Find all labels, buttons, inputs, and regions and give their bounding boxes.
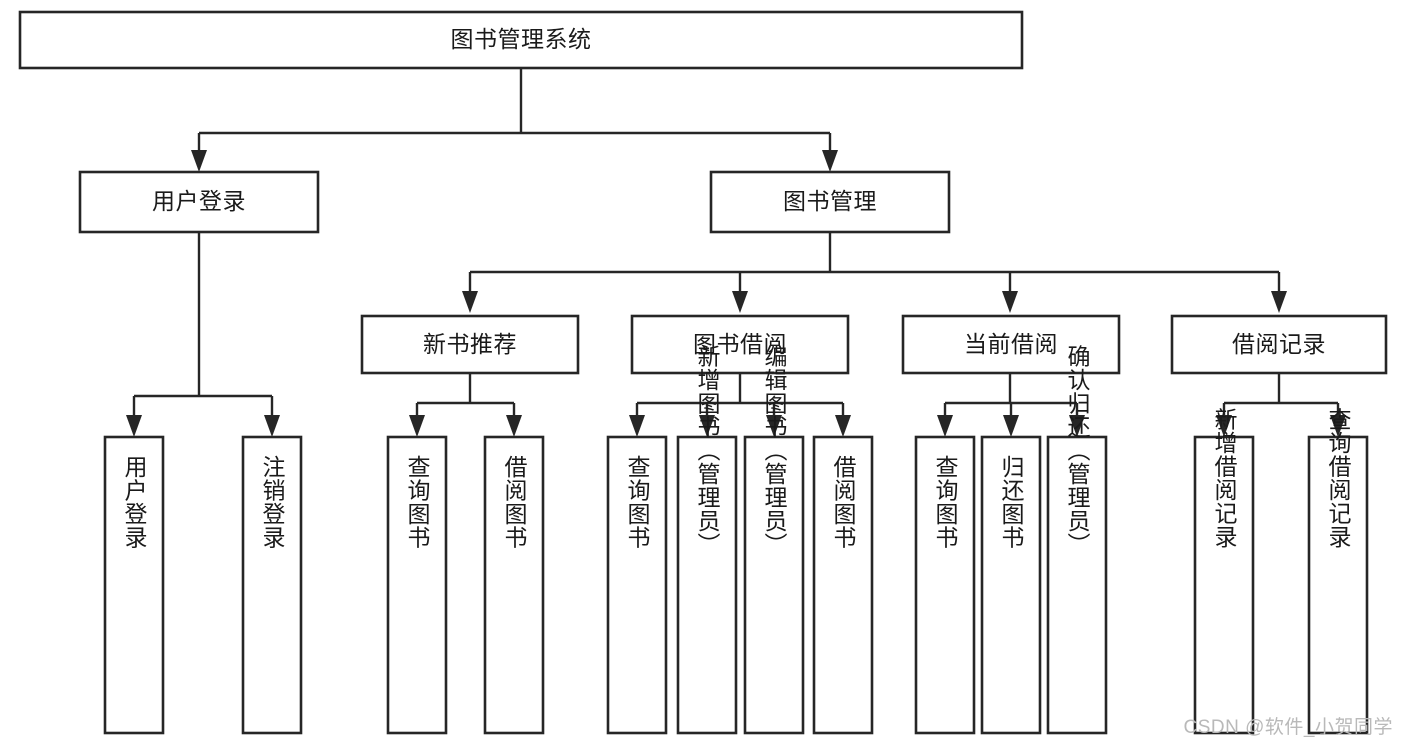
node-user-login-label: 用户登录 bbox=[152, 188, 246, 214]
node-leaf-user-login-box[interactable] bbox=[103, 435, 165, 735]
node-leaf-user-login[interactable]: 用户登录 bbox=[103, 435, 165, 735]
node-leaf-user-logout-box[interactable] bbox=[241, 435, 303, 735]
node-leaf-return-book-box[interactable] bbox=[980, 435, 1042, 735]
arrow-to-current-borrow-icon bbox=[1002, 291, 1018, 313]
node-user-login[interactable]: 用户登录 bbox=[78, 170, 320, 234]
node-leaf-borrow-book-1-box[interactable] bbox=[483, 435, 545, 735]
node-leaf-query-record-box[interactable] bbox=[1307, 435, 1369, 735]
node-leaf-query-record-label: 查询借阅记录 bbox=[1325, 408, 1352, 549]
node-book-management-label: 图书管理 bbox=[783, 188, 877, 214]
arrow-leaf-query-book-2-icon bbox=[629, 415, 645, 437]
arrow-leaf-user-logout-icon bbox=[264, 415, 280, 437]
node-leaf-confirm-return[interactable]: 确认归还（管理员） bbox=[1046, 344, 1108, 735]
node-leaf-add-book[interactable]: 新增图书（管理员） bbox=[676, 344, 738, 735]
node-root-system-box[interactable] bbox=[18, 10, 1024, 70]
arrow-leaf-return-book-icon bbox=[1003, 415, 1019, 437]
arrow-leaf-user-login-icon bbox=[126, 415, 142, 437]
arrow-to-user-login-icon bbox=[191, 150, 207, 172]
node-current-borrow-label: 当前借阅 bbox=[964, 331, 1058, 357]
node-leaf-confirm-return-label: 确认归还（管理员） bbox=[1064, 344, 1091, 556]
node-leaf-query-book-2-box[interactable] bbox=[606, 435, 668, 735]
arrow-to-new-book-recommend-icon bbox=[462, 291, 478, 313]
node-leaf-borrow-book-2-box[interactable] bbox=[812, 435, 874, 735]
node-leaf-query-book-2[interactable]: 查询图书 bbox=[606, 435, 668, 735]
node-leaf-add-record-label: 新增借阅记录 bbox=[1211, 408, 1238, 549]
node-leaf-add-record-box[interactable] bbox=[1193, 435, 1255, 735]
node-leaf-edit-book[interactable]: 编辑图书（管理员） bbox=[743, 344, 805, 735]
node-borrow-record[interactable]: 借阅记录 bbox=[1170, 314, 1388, 375]
arrow-leaf-query-book-3-icon bbox=[937, 415, 953, 437]
arrow-to-book-management-icon bbox=[822, 150, 838, 172]
arrow-leaf-borrow-book-2-icon bbox=[835, 415, 851, 437]
node-leaf-user-logout-label: 注销登录 bbox=[259, 455, 286, 549]
node-book-borrow[interactable]: 图书借阅 bbox=[630, 314, 850, 375]
node-leaf-query-book-3[interactable]: 查询图书 bbox=[914, 435, 976, 735]
node-leaf-confirm-return-box[interactable] bbox=[1046, 435, 1108, 735]
node-new-book-recommend-label: 新书推荐 bbox=[423, 331, 517, 357]
connector-layer bbox=[126, 68, 1346, 437]
node-new-book-recommend-box[interactable] bbox=[360, 314, 580, 375]
node-user-login-box[interactable] bbox=[78, 170, 320, 234]
node-book-borrow-box[interactable] bbox=[630, 314, 850, 375]
node-leaf-query-book-2-label: 查询图书 bbox=[624, 455, 651, 549]
arrow-to-book-borrow-icon bbox=[732, 291, 748, 313]
csdn-watermark: CSDN @软件_小贺同学 bbox=[1183, 717, 1393, 738]
node-leaf-borrow-book-1-label: 借阅图书 bbox=[501, 455, 528, 549]
node-root-system-label: 图书管理系统 bbox=[451, 26, 592, 52]
node-leaf-add-record[interactable]: 新增借阅记录 bbox=[1193, 408, 1255, 735]
node-leaf-borrow-book-2-label: 借阅图书 bbox=[830, 455, 857, 549]
node-leaf-edit-book-box[interactable] bbox=[743, 435, 805, 735]
node-current-borrow[interactable]: 当前借阅 bbox=[901, 314, 1121, 375]
node-borrow-record-label: 借阅记录 bbox=[1232, 331, 1326, 357]
node-leaf-query-book-1[interactable]: 查询图书 bbox=[386, 435, 448, 735]
arrow-to-borrow-record-icon bbox=[1271, 291, 1287, 313]
node-leaf-add-book-label: 新增图书（管理员） bbox=[694, 344, 721, 556]
node-book-management-box[interactable] bbox=[709, 170, 951, 234]
node-leaf-return-book-label: 归还图书 bbox=[998, 455, 1025, 549]
node-current-borrow-box[interactable] bbox=[901, 314, 1121, 375]
node-new-book-recommend[interactable]: 新书推荐 bbox=[360, 314, 580, 375]
node-leaf-add-book-box[interactable] bbox=[676, 435, 738, 735]
node-leaf-query-book-1-label: 查询图书 bbox=[404, 455, 431, 549]
node-leaf-query-book-3-label: 查询图书 bbox=[932, 455, 959, 549]
node-leaf-query-book-3-box[interactable] bbox=[914, 435, 976, 735]
node-borrow-record-box[interactable] bbox=[1170, 314, 1388, 375]
arrow-leaf-query-book-1-icon bbox=[409, 415, 425, 437]
node-leaf-borrow-book-2[interactable]: 借阅图书 bbox=[812, 435, 874, 735]
node-leaf-return-book[interactable]: 归还图书 bbox=[980, 435, 1042, 735]
node-leaf-query-record[interactable]: 查询借阅记录 bbox=[1307, 408, 1369, 735]
arrow-leaf-borrow-book-1-icon bbox=[506, 415, 522, 437]
node-root-system[interactable]: 图书管理系统 bbox=[18, 10, 1024, 70]
node-leaf-borrow-book-1[interactable]: 借阅图书 bbox=[483, 435, 545, 735]
node-leaf-query-book-1-box[interactable] bbox=[386, 435, 448, 735]
node-book-management[interactable]: 图书管理 bbox=[709, 170, 951, 234]
node-leaf-user-login-label: 用户登录 bbox=[121, 455, 148, 549]
node-leaf-edit-book-label: 编辑图书（管理员） bbox=[761, 344, 788, 556]
node-book-borrow-label: 图书借阅 bbox=[693, 331, 787, 357]
node-leaf-user-logout[interactable]: 注销登录 bbox=[241, 435, 303, 735]
